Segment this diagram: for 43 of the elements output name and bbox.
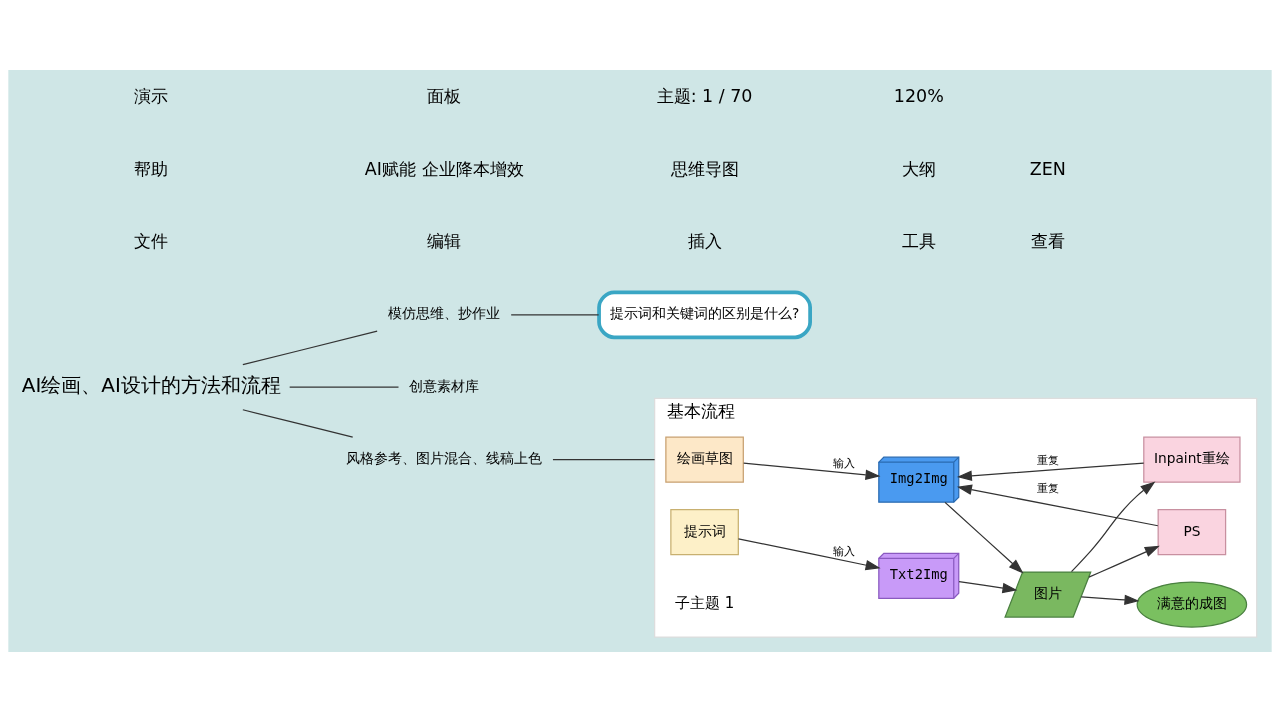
arrow xyxy=(944,501,1024,574)
node-box: PS xyxy=(1157,508,1227,555)
label: 文件 xyxy=(134,230,169,251)
arrow xyxy=(737,537,881,570)
label: AI赋能 企业降本增效 xyxy=(364,158,524,179)
arrow xyxy=(743,462,881,480)
label: 帮助 xyxy=(134,158,169,179)
connector xyxy=(242,408,354,438)
node-box: 提示词和关键词的区别是什么? xyxy=(597,289,812,339)
label: 大纲 xyxy=(901,158,936,179)
connector xyxy=(289,386,400,388)
node-box: 提示词 xyxy=(670,508,739,555)
node-text: 风格参考、图片混合、线稿上色 xyxy=(346,449,543,466)
node-ellipse: 满意的成图 xyxy=(1136,580,1248,628)
edge-label: 输入 xyxy=(833,456,856,470)
arrow xyxy=(956,484,1159,526)
node-label: 子主题 1 xyxy=(674,593,735,612)
label: 120% xyxy=(893,85,944,106)
label: 演示 xyxy=(134,85,169,106)
label: 面板 xyxy=(427,85,462,106)
connector xyxy=(510,313,600,315)
node-text: AI绘画、AI设计的方法和流程 xyxy=(21,372,281,397)
edge-label: 重复 xyxy=(1036,481,1059,495)
label: 插入 xyxy=(687,230,722,251)
arrow xyxy=(956,462,1145,481)
label: 查看 xyxy=(1030,230,1065,251)
label: 思维导图 xyxy=(670,158,739,179)
arrow xyxy=(958,580,1018,593)
arrow xyxy=(1070,480,1156,572)
node-text: 创意素材库 xyxy=(409,377,480,394)
node-text: 模仿思维、抄作业 xyxy=(388,304,501,321)
node-box: Inpaint重绘 xyxy=(1143,436,1241,483)
label: 主题: 1 / 70 xyxy=(656,85,753,106)
arrow xyxy=(1088,545,1160,578)
arrow xyxy=(1080,594,1140,605)
connector xyxy=(242,330,378,365)
edge-label: 重复 xyxy=(1036,453,1059,467)
label: 工具 xyxy=(901,230,936,251)
label: ZEN xyxy=(1029,158,1066,179)
label: 编辑 xyxy=(427,230,462,251)
edge-label: 输入 xyxy=(833,544,856,558)
connector xyxy=(552,458,656,460)
node-box: 绘画草图 xyxy=(665,436,744,483)
